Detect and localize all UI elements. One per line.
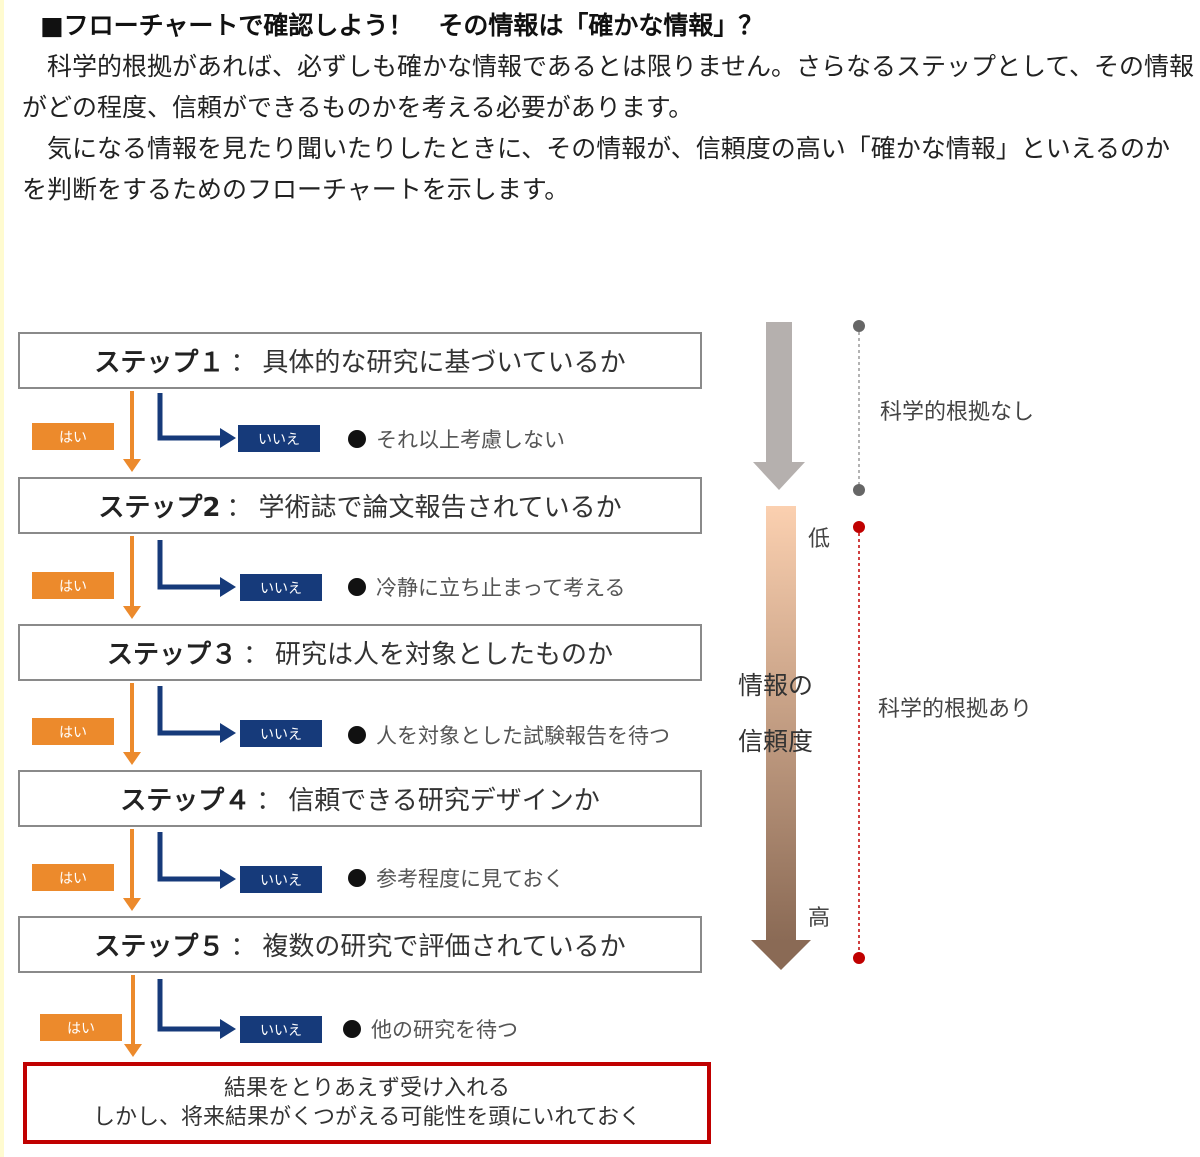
step-3-label: ステップ３ <box>106 640 237 670</box>
no-right-arrow <box>157 832 236 889</box>
intro-paragraph-2: 気になる情報を見たり聞いたりしたときに、その情報が、信頼度の高い「確かな情報」と… <box>22 134 1171 204</box>
bullet-dot <box>343 1020 361 1038</box>
step-2-box: ステップ2：学術誌で論文報告されているか <box>18 477 702 534</box>
step-2-label: ステップ2 <box>98 493 221 523</box>
no-evidence-label: 科学的根拠なし <box>880 400 1035 425</box>
bullet-dot <box>348 726 366 744</box>
with-evidence-label: 科学的根拠あり <box>878 697 1033 722</box>
intro-paragraph-1: 科学的根拠があれば、必ずしも確かな情報であるとは限りません。さらなるステップとし… <box>22 52 1195 122</box>
step-2-separator: ： <box>226 493 253 523</box>
step-2-yes-badge: はい <box>32 572 114 599</box>
reliability-label-line-2: 信頼度 <box>738 727 814 756</box>
step-4-question: 信頼できる研究デザインか <box>288 786 600 816</box>
reliability-high-label: 高 <box>808 906 831 931</box>
yes-down-arrow <box>123 536 141 619</box>
bullet-dot <box>348 430 366 448</box>
yes-down-arrow <box>123 391 141 472</box>
no-right-arrow <box>157 979 236 1039</box>
reliability-label-line-1: 情報の <box>738 671 814 700</box>
step-1-no-action-text: それ以上考慮しない <box>376 428 565 452</box>
step-4-yes-badge: はい <box>32 864 114 891</box>
yes-down-arrow <box>123 683 141 765</box>
with-evidence-range-start-dot <box>853 521 865 533</box>
step-2-no-action-text: 冷静に立ち止まって考える <box>376 576 626 600</box>
step-3-box: ステップ３：研究は人を対象としたものか <box>18 624 702 681</box>
step-5-question: 複数の研究で評価されているか <box>262 932 626 962</box>
step-3-no-action-text: 人を対象とした試験報告を待つ <box>376 724 670 748</box>
no-evidence-range-start-dot <box>853 320 865 332</box>
step-1-no-badge: いいえ <box>238 425 320 452</box>
bullet-dot <box>348 869 366 887</box>
step-5-no-action: 他の研究を待つ <box>343 1014 518 1044</box>
result-line-2: しかし、将来結果がくつがえる可能性を頭にいれておく <box>92 1105 642 1130</box>
step-4-no-action-text: 参考程度に見ておく <box>376 867 565 891</box>
step-1-box: ステップ１：具体的な研究に基づいているか <box>18 332 702 389</box>
step-4-no-badge: いいえ <box>240 866 322 893</box>
step-1-question: 具体的な研究に基づいているか <box>262 348 626 378</box>
no-right-arrow <box>157 686 236 743</box>
step-2-no-badge: いいえ <box>240 574 322 601</box>
step-5-label: ステップ５ <box>94 932 225 962</box>
result-line-1: 結果をとりあえず受け入れる <box>223 1076 510 1101</box>
step-3-yes-badge: はい <box>32 718 114 745</box>
step-4-no-action: 参考程度に見ておく <box>348 863 564 893</box>
bullet-dot <box>348 578 366 596</box>
gray-down-arrow <box>753 322 805 490</box>
yes-down-arrow <box>124 975 142 1057</box>
step-3-question: 研究は人を対象としたものか <box>275 640 614 670</box>
no-evidence-range-end-dot <box>853 484 865 496</box>
step-1-label: ステップ１ <box>94 348 225 378</box>
step-3-separator: ： <box>242 640 269 670</box>
final-result-box: 結果をとりあえず受け入れる しかし、将来結果がくつがえる可能性を頭にいれておく <box>23 1062 711 1144</box>
step-1-no-action: それ以上考慮しない <box>348 424 565 454</box>
step-1-yes-badge: はい <box>32 423 114 450</box>
no-right-arrow <box>157 540 236 597</box>
step-5-no-badge: いいえ <box>240 1016 322 1043</box>
step-4-separator: ： <box>256 786 283 816</box>
reliability-low-label: 低 <box>808 527 831 552</box>
step-4-label: ステップ４ <box>120 786 251 816</box>
reliability-arrow <box>751 506 811 970</box>
left-margin-strip <box>0 0 4 1157</box>
with-evidence-range-end-dot <box>853 952 865 964</box>
step-5-no-action-text: 他の研究を待つ <box>371 1018 518 1042</box>
step-2-question: 学術誌で論文報告されているか <box>258 493 622 523</box>
step-3-no-badge: いいえ <box>240 720 322 747</box>
step-3-no-action: 人を対象とした試験報告を待つ <box>348 720 670 750</box>
step-4-box: ステップ４：信頼できる研究デザインか <box>18 770 702 827</box>
section-heading: ■フローチャートで確認しよう！ その情報は「確かな情報」？ <box>40 11 764 40</box>
yes-down-arrow <box>123 829 141 911</box>
step-5-yes-badge: はい <box>40 1014 122 1041</box>
no-right-arrow <box>157 393 236 448</box>
step-5-separator: ： <box>230 932 257 962</box>
step-5-box: ステップ５：複数の研究で評価されているか <box>18 916 702 973</box>
step-1-separator: ： <box>230 348 257 378</box>
step-2-no-action: 冷静に立ち止まって考える <box>348 572 625 602</box>
